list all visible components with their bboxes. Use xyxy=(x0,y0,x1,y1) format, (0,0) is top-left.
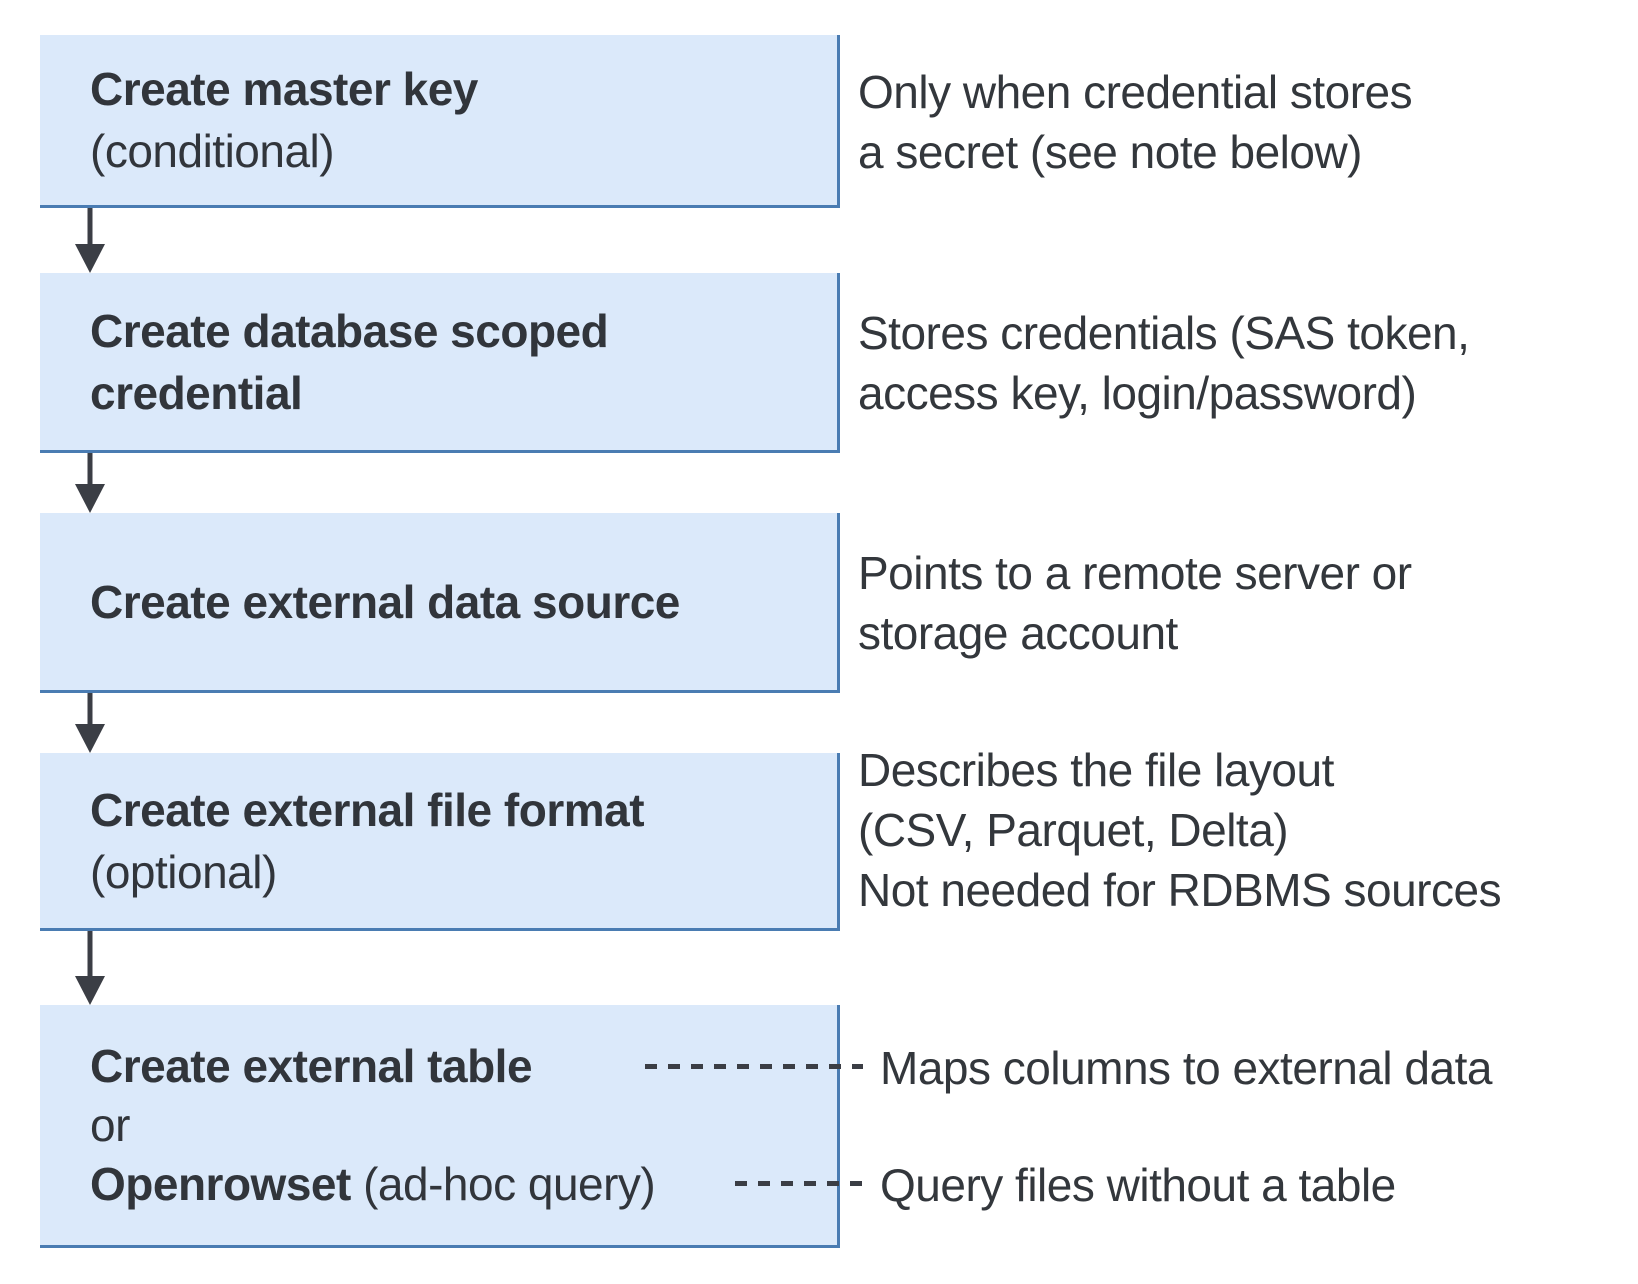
dashed-connector xyxy=(735,1181,863,1186)
down-arrow-icon xyxy=(75,931,105,1005)
note-data-source: Points to a remote server or storage acc… xyxy=(858,513,1628,693)
note-line: Stores credentials (SAS token, xyxy=(858,307,1470,359)
dashed-connector xyxy=(645,1064,863,1069)
step-title: Create master key xyxy=(90,63,478,115)
step-openrowset-line: Openrowset (ad-hoc query) xyxy=(90,1155,797,1214)
note-file-format: Describes the file layout (CSV, Parquet,… xyxy=(858,741,1628,919)
openrowset-label: Openrowset xyxy=(90,1158,351,1210)
note-line: a secret (see note below) xyxy=(858,125,1363,178)
down-arrow-icon xyxy=(75,453,105,513)
step-box-create-master-key: Create master key (conditional) xyxy=(40,35,840,208)
note-external-table: Maps columns to external data xyxy=(880,1042,1492,1094)
note-line: storage account xyxy=(858,607,1178,659)
note-master-key: Only when credential stores a secret (se… xyxy=(858,35,1628,208)
step-title: Create external file format xyxy=(90,783,645,836)
down-arrow-icon xyxy=(75,693,105,753)
step-qualifier: (optional) xyxy=(90,845,277,898)
note-line: Points to a remote server or xyxy=(858,547,1412,599)
note-line: Only when credential stores xyxy=(858,65,1413,118)
note-credential: Stores credentials (SAS token, access ke… xyxy=(858,273,1628,453)
note-line: access key, login/password) xyxy=(858,367,1417,419)
step-title: Create database scoped credential xyxy=(90,304,609,419)
note-line: Not needed for RDBMS sources xyxy=(858,864,1502,916)
step-title: Create external data source xyxy=(90,575,680,628)
note-line: (CSV, Parquet, Delta) xyxy=(858,804,1289,856)
step-box-external-data-source: Create external data source xyxy=(40,513,840,693)
step-box-external-table-or-openrowset: Create external table or Openrowset (ad-… xyxy=(40,1005,840,1248)
step-box-database-scoped-credential: Create database scoped credential xyxy=(40,273,840,453)
adhoc-query-label: (ad-hoc query) xyxy=(350,1158,656,1210)
note-openrowset: Query files without a table xyxy=(880,1159,1396,1211)
step-qualifier: (conditional) xyxy=(90,125,335,177)
note-line: Describes the file layout xyxy=(858,744,1334,796)
step-box-external-file-format: Create external file format (optional) xyxy=(40,753,840,931)
down-arrow-icon xyxy=(75,208,105,273)
step-title: Create external table xyxy=(90,1040,533,1092)
step-or-label: or xyxy=(90,1099,130,1151)
